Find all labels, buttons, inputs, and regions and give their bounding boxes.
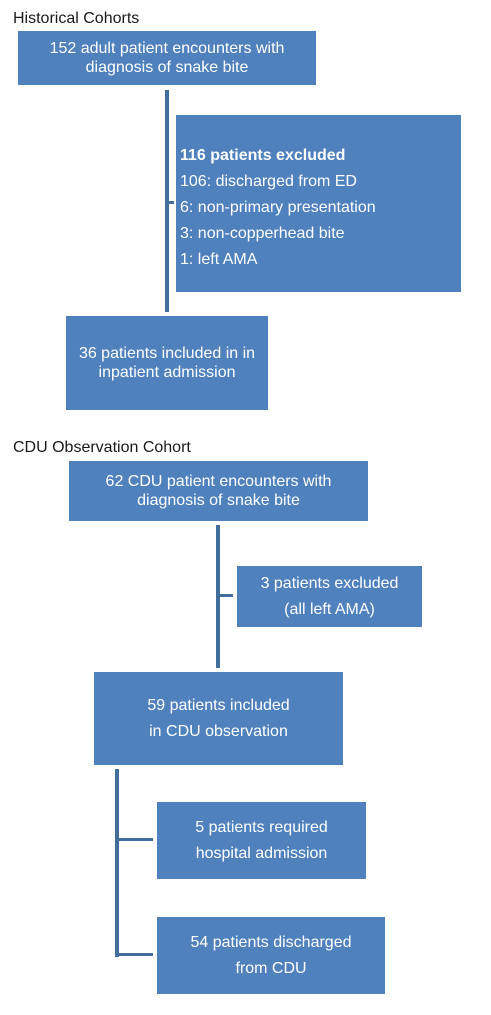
cdu-included-line-1: 59 patients included: [147, 696, 290, 714]
historical-included-box: 36 patients included in in inpatient adm…: [66, 316, 268, 410]
historical-main-connector: [165, 90, 169, 312]
cdu-main-connector: [216, 525, 220, 668]
historical-start-line-2: diagnosis of snake bite: [85, 59, 249, 76]
historical-included-line-1: 36 patients included in in: [78, 345, 256, 362]
historical-excluded-header: 116 patients excluded: [180, 147, 346, 164]
historical-exclusion-tick: [169, 201, 174, 204]
cdu-included-box: 59 patients included in CDU observation: [94, 672, 343, 765]
historical-start-line-1: 152 adult patient encounters with: [49, 40, 285, 57]
cdu-admission-tick: [119, 838, 153, 841]
cdu-excluded-line-2: (all left AMA): [284, 600, 375, 618]
cdu-start-line-1: 62 CDU patient encounters with: [105, 473, 332, 490]
cdu-discharged-line-1: 54 patients discharged: [190, 933, 352, 951]
cdu-included-line-2: in CDU observation: [149, 722, 288, 740]
historical-start-box: 152 adult patient encounters with diagno…: [18, 31, 316, 85]
cdu-admitted-line-1: 5 patients required: [195, 818, 328, 836]
cdu-excluded-line-1: 3 patients excluded: [260, 574, 399, 592]
historical-excluded-item: 106: discharged from ED: [180, 173, 357, 190]
historical-excluded-item: 1: left AMA: [180, 251, 258, 268]
historical-excluded-box: 116 patients excluded 106: discharged fr…: [176, 115, 461, 292]
cdu-discharged-line-2: from CDU: [235, 959, 307, 977]
historical-excluded-item: 6: non-primary presentation: [180, 199, 376, 216]
cdu-start-box: 62 CDU patient encounters with diagnosis…: [69, 461, 368, 521]
cdu-excluded-box: 3 patients excluded (all left AMA): [237, 566, 422, 627]
historical-included-line-2: inpatient admission: [98, 364, 236, 381]
cdu-discharge-tick: [119, 953, 153, 956]
cdu-discharged-box: 54 patients discharged from CDU: [157, 917, 385, 994]
cdu-admitted-line-2: hospital admission: [195, 844, 328, 862]
cdu-admitted-box: 5 patients required hospital admission: [157, 802, 366, 879]
cdu-cohort-title: CDU Observation Cohort: [13, 439, 191, 456]
historical-excluded-item: 3: non-copperhead bite: [180, 225, 345, 242]
historical-cohorts-title: Historical Cohorts: [13, 10, 140, 27]
cdu-start-line-2: diagnosis of snake bite: [137, 492, 300, 509]
cdu-exclusion-tick: [220, 594, 233, 597]
cdu-outcome-connector: [115, 769, 119, 957]
